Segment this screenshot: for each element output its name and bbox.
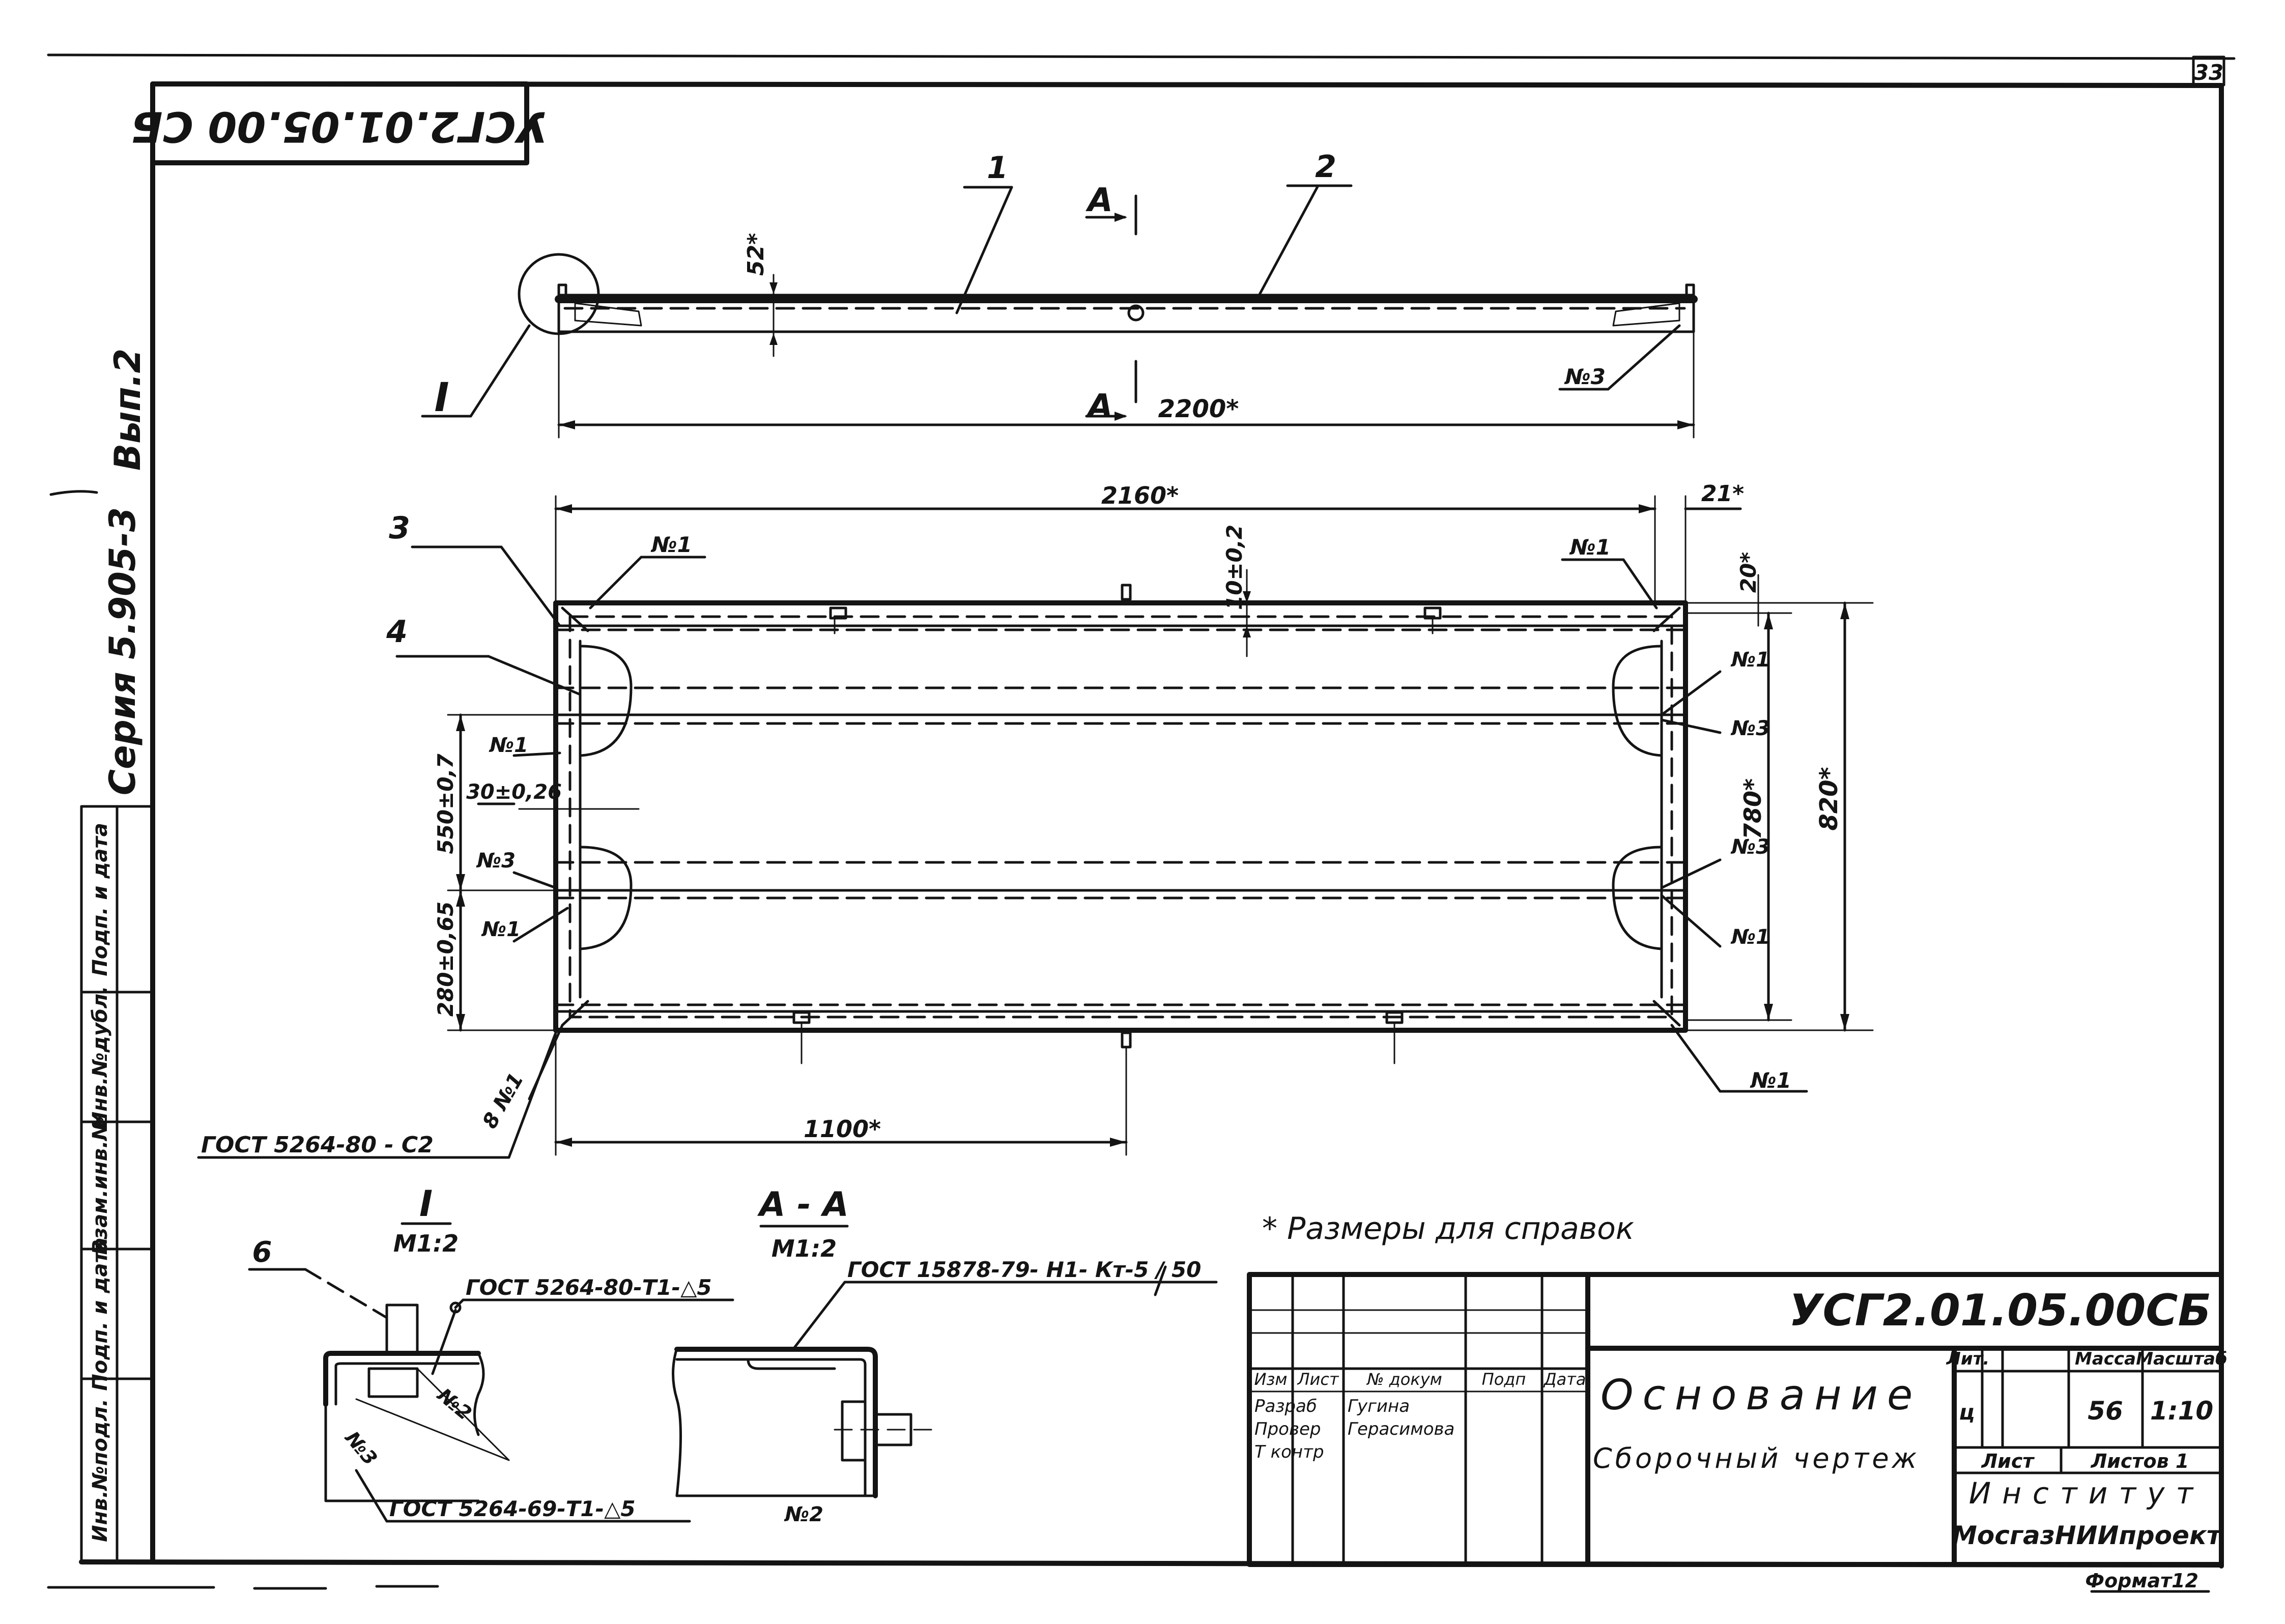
weld-right-4: №3 (1730, 835, 1770, 859)
reference-note: * Размеры для справок (1262, 1211, 1634, 1246)
dim-550: 550±0,7 (433, 753, 458, 854)
dim-820: 820* (1815, 767, 1843, 830)
tb-header-sheet: Лист (1297, 1370, 1339, 1389)
title-doc-type: Сборочный чертеж (1593, 1442, 1920, 1474)
strip-inv-dup: Инв.№дубл. (89, 986, 112, 1129)
detail-I-weld-top: ГОСТ 5264-80-Т1-△5 (466, 1275, 712, 1300)
weld-right-5: №1 (1730, 925, 1770, 949)
detail-I-title: I (419, 1183, 433, 1225)
top-stamp: УСГ2.01.05.00 СБ (131, 81, 548, 165)
tb-mass-label: Масса (2075, 1349, 2136, 1369)
callout-1: 1 (987, 150, 1008, 186)
sheet-number: 33 (2194, 60, 2223, 85)
callout-4: 4 (386, 614, 408, 650)
section-AA-scale: М1:2 (772, 1235, 837, 1262)
detail-I-weld-bottom: ГОСТ 5264-69-Т1-△5 (389, 1496, 636, 1521)
tb-header-doc: № докум (1366, 1370, 1442, 1389)
dim-10: 10±0,2 (1222, 525, 1247, 610)
weld-right-3: №3 (1730, 717, 1770, 740)
tb-header-date: Дата (1543, 1370, 1586, 1389)
title-name: Основание (1601, 1371, 1922, 1419)
section-AA (672, 1225, 1218, 1498)
tb-header-sign: Подп (1482, 1370, 1526, 1389)
tb-role-checker: Провер (1254, 1419, 1321, 1439)
left-strip (80, 805, 154, 1564)
series-issue: Вып.2 (107, 349, 149, 471)
section-AA-weld: ГОСТ 15878-79- Н1- Кт-5 / 50 (847, 1257, 1201, 1282)
section-mark-top: А (1085, 182, 1113, 219)
callout-4-leader (487, 655, 582, 696)
tb-scale-value: 1:10 (2150, 1396, 2213, 1426)
strip-replace-inv: Взам.инв.№ (89, 1116, 112, 1255)
detail-I-scale: М1:2 (393, 1230, 459, 1257)
dim-280: 280±0,65 (433, 902, 458, 1017)
tb-lit-label: Лит. (1946, 1349, 1990, 1369)
front-view (421, 184, 1698, 439)
tb-lit-value: ц (1959, 1400, 1975, 1425)
weld-left-2: №3 (476, 849, 516, 873)
callout-I: I (434, 375, 449, 421)
weld-right-6: №1 (1750, 1068, 1791, 1093)
series-stroke (49, 490, 98, 496)
tb-format: Формат12 (2085, 1570, 2198, 1592)
dim-30: 30±0,26 (466, 780, 562, 804)
dim-20: 20* (1736, 552, 1761, 593)
section-AA-mark: №2 (784, 1503, 823, 1526)
strip-sign-date-1: Подп. и дата (89, 1237, 112, 1390)
weld-left-top: №1 (650, 532, 692, 557)
strip-inv-orig: Инв.№подл. (89, 1399, 112, 1542)
weld-left-3: №1 (481, 918, 521, 941)
detail-I-mark-2: №3 (340, 1426, 382, 1469)
detail-I-callout: 6 (252, 1236, 272, 1269)
tb-role-developer: Разраб (1254, 1396, 1317, 1416)
series-label: Серия 5.905-3 (102, 507, 144, 796)
dim-780: 780* (1739, 778, 1766, 839)
tb-org-line2: МосгазНИИпроект (1952, 1521, 2223, 1550)
callout-3: 3 (389, 510, 410, 546)
callout-3-leader (500, 545, 561, 627)
detail-I (248, 1222, 734, 1523)
dim-2160: 2160* (1101, 482, 1179, 509)
tb-person-1: Гугина (1348, 1396, 1410, 1416)
section-AA-title: А - А (757, 1185, 849, 1224)
dim-1100: 1100* (804, 1115, 881, 1143)
callout-1-leader (955, 186, 1013, 314)
plan-view (197, 495, 1874, 1159)
dim-2200: 2200* (1158, 395, 1239, 423)
callout-2: 2 (1315, 149, 1336, 185)
tb-sheets-label: Листов 1 (2091, 1450, 2189, 1472)
tb-role-tcontrol: Т контр (1254, 1442, 1324, 1462)
sheet-frame (47, 53, 2236, 1590)
callout-I-leader (469, 324, 531, 418)
dim-21: 21* (1701, 481, 1744, 507)
plan-outline (553, 600, 1688, 1033)
front-weld-leader (1607, 324, 1681, 391)
dim-52: 52* (743, 233, 769, 276)
front-weld-label: №3 (1564, 364, 1606, 389)
title-block (1247, 1272, 2224, 1567)
tb-sheet-label: Лист (1981, 1450, 2035, 1472)
weld-right-1: №1 (1569, 535, 1611, 560)
weld-right-2: №1 (1730, 648, 1770, 672)
tb-scale-label: Масштаб (2136, 1349, 2227, 1369)
callout-2-leader (1255, 184, 1320, 301)
tb-org-line1: Институт (1969, 1476, 2205, 1511)
tb-person-2: Герасимова (1348, 1419, 1454, 1439)
weld-left-1: №1 (489, 734, 528, 757)
top-stamp-text: УСГ2.01.05.00 СБ (131, 102, 548, 151)
tb-header-change: Изм (1254, 1370, 1287, 1389)
title-designation: УСГ2.01.05.00СБ (1789, 1285, 2211, 1336)
plan-standard: ГОСТ 5264-80 - С2 (201, 1132, 434, 1158)
tb-mass-value: 56 (2088, 1396, 2123, 1426)
strip-sign-date-2: Подп. и дата (89, 823, 112, 976)
section-mark-bottom: А (1085, 388, 1113, 425)
